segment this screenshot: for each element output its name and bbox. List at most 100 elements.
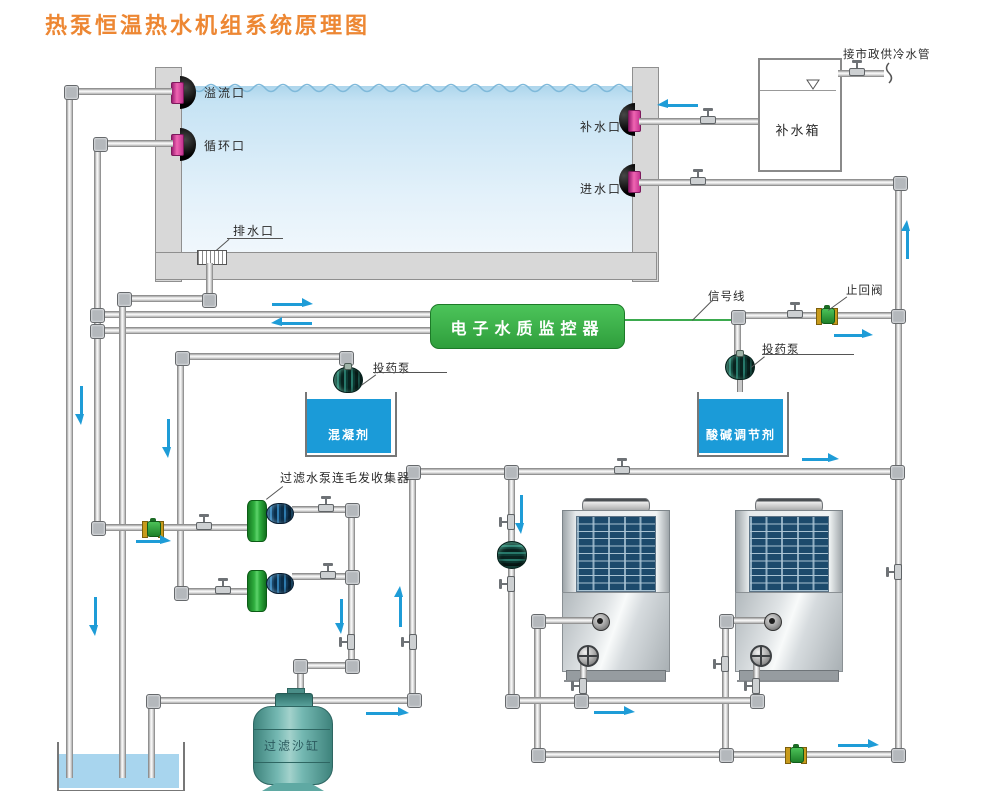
overflow-port-fitting <box>180 76 196 109</box>
sand-filter-band <box>254 762 330 763</box>
heatpump1-port-icon <box>592 613 610 631</box>
coagulant-tank-label: 混凝剂 <box>327 428 370 442</box>
refill-tank-waterline <box>760 90 836 91</box>
drain-label-leader <box>227 238 283 239</box>
municipal-valve-icon <box>849 60 865 76</box>
filter-pump-2 <box>266 573 294 594</box>
riser-main-valve-icon <box>886 564 902 580</box>
overflow-port-label: 溢流口 <box>204 86 247 100</box>
ph-tank-label: 酸碱调节剂 <box>705 428 776 442</box>
page-title: 热泵恒温热水机组系统原理图 <box>45 13 371 38</box>
pipe-elbow <box>146 694 161 709</box>
flow-arrow-right-icon <box>834 329 873 338</box>
filter-feed-valve-icon <box>339 634 355 650</box>
flow-arrow-right-icon <box>272 298 313 307</box>
flow-arrow-up-icon <box>901 220 910 259</box>
pipe-elbow <box>505 694 520 709</box>
pipe-elbow <box>891 748 906 763</box>
pipe-tee <box>890 465 905 480</box>
dosing-riser-pipe <box>734 322 741 356</box>
pipe-elbow <box>719 614 734 629</box>
heatpump1-ball-valve-icon <box>577 645 599 667</box>
pipe-tee <box>504 465 519 480</box>
heatpump1-feet <box>564 680 666 682</box>
heatpump1-return-downpipe <box>534 625 541 753</box>
pump2-outlet-valve-icon <box>320 563 336 579</box>
circulation-port-fitting <box>180 128 196 161</box>
pipe-elbow <box>731 310 746 325</box>
collector2-valve-icon <box>215 578 231 594</box>
check-valve-icon <box>816 305 838 325</box>
drain-horizontal-pipe <box>124 295 208 302</box>
flow-arrow-right-icon <box>802 453 839 462</box>
pipe-elbow <box>531 748 546 763</box>
water-level-symbol <box>806 79 820 90</box>
hair-collector-2 <box>247 570 267 612</box>
heatpump-supply-main <box>512 697 757 704</box>
flow-arrow-right-icon <box>594 706 635 715</box>
dosing-pump-nub <box>344 363 352 370</box>
monitor-return-pipe <box>97 327 430 334</box>
pipe-tee <box>891 309 906 324</box>
flow-arrow-down-icon <box>89 597 98 636</box>
filter-pump-1 <box>266 503 294 524</box>
overflow-port-flange <box>171 82 184 104</box>
pipe-elbow <box>64 85 79 100</box>
inlet-pipe <box>639 179 897 186</box>
pipe-elbow <box>174 586 189 601</box>
water-quality-monitor: 电子水质监控器 <box>430 304 625 349</box>
municipal-supply-label: 接市政供冷水管 <box>843 49 931 61</box>
pool-floor <box>155 252 657 280</box>
flow-arrow-down-icon <box>335 599 344 634</box>
water-quality-monitor-label: 电子水质监控器 <box>450 320 605 338</box>
dosing-pump-label: 投药泵 <box>762 344 800 356</box>
flow-arrow-right-icon <box>366 707 409 716</box>
flow-arrow-right-icon <box>838 739 879 748</box>
flow-arrow-left-icon <box>657 99 698 108</box>
flow-arrow-up-icon <box>394 586 403 627</box>
pipe-tee <box>719 748 734 763</box>
filter-outlet-riser <box>409 476 416 695</box>
signal-line <box>623 319 737 321</box>
pipe-tee <box>90 308 105 323</box>
flow-arrow-down-icon <box>162 419 171 458</box>
dosing-line-valve-icon <box>787 302 803 318</box>
dosing-pump-label: 投药泵 <box>373 363 411 375</box>
refill-tank <box>758 58 842 172</box>
dosing-pump-leader-line <box>373 372 447 373</box>
inlet-port-label: 进水口 <box>579 182 622 196</box>
dosing-pump-leader-diag <box>361 374 377 386</box>
monitor-feed-pipe <box>97 311 430 318</box>
filter-inlet-downpipe <box>297 670 304 695</box>
pipe-elbow <box>345 659 360 674</box>
flow-arrow-right-icon <box>136 535 171 544</box>
circulation-port-label: 循环口 <box>204 139 247 153</box>
pipe-elbow <box>345 503 360 518</box>
filter-inlet-pipe <box>303 662 347 669</box>
pipe-elbow <box>893 176 908 191</box>
pipe-elbow <box>531 614 546 629</box>
circulation-pipe <box>101 140 173 147</box>
overflow-pipe <box>71 88 172 95</box>
dosing-pump-coagulant <box>333 367 363 393</box>
sand-filter-label: 过滤沙缸 <box>263 739 320 753</box>
pipe-elbow <box>407 693 422 708</box>
pump1-outlet-valve-icon <box>318 496 334 512</box>
heatpump2-coil <box>749 516 829 592</box>
filter-pump-label: 过滤水泵连毛发收集器 <box>280 471 411 485</box>
collector1-feed-pipe <box>101 524 249 531</box>
drain-downpipe <box>119 300 126 778</box>
hair-collector-1 <box>247 500 267 542</box>
dosing-pump-nub <box>736 350 744 357</box>
pipe-tee <box>574 694 589 709</box>
water-surface-wave <box>181 83 632 93</box>
filter-outlet-valve-icon <box>401 634 417 650</box>
sand-filter-body <box>253 706 333 785</box>
signal-line-leader <box>692 299 714 321</box>
sand-filter-pedestal <box>262 783 324 791</box>
flow-arrow-left-icon <box>271 317 312 326</box>
pipe-elbow <box>293 659 308 674</box>
pipe-elbow <box>750 694 765 709</box>
pipe-elbow <box>202 293 217 308</box>
